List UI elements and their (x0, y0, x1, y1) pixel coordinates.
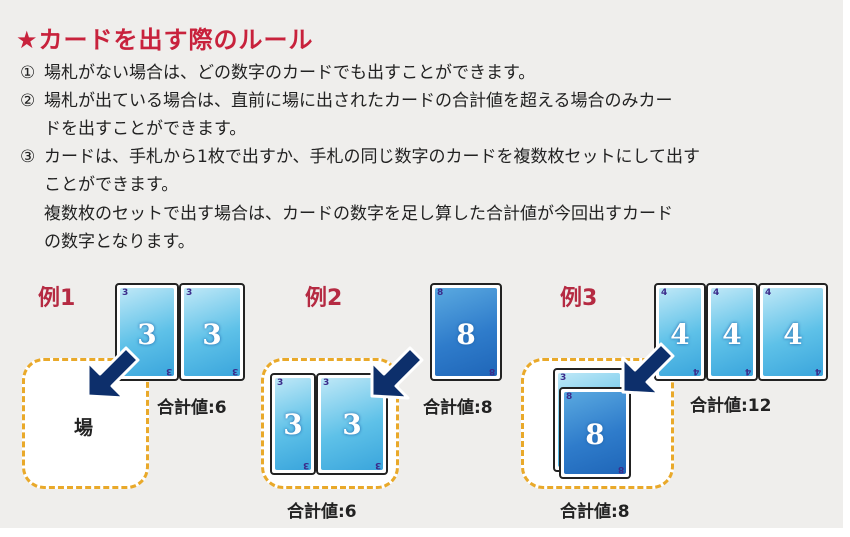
rule-3-cont: 複数枚のセットで出す場合は、カードの数字を足し算した合計値が今回出すカード (44, 204, 673, 224)
example-2-label: 例2 (305, 286, 343, 311)
example-1-label: 例1 (38, 286, 76, 311)
rule-2-cont: ドを出すことができます。 (44, 119, 247, 139)
field-label: 場 (74, 417, 94, 439)
arrow-down-left-icon (621, 342, 675, 396)
rule-3-cont: ことができます。 (44, 175, 179, 195)
example-3-label: 例3 (560, 286, 598, 311)
rule-3-cont: の数字となります。 (44, 232, 195, 252)
arrow-down-left-icon (370, 346, 424, 400)
hand-total: 合計値:8 (423, 398, 493, 418)
section-title: ★カードを出す際のルール (16, 26, 314, 54)
arrow-down-left-icon (86, 346, 140, 400)
hand-total: 合計値:12 (690, 396, 772, 416)
hand-total: 合計値:6 (157, 398, 227, 418)
field-total: 合計値:8 (560, 502, 630, 522)
field-total: 合計値:6 (287, 502, 357, 522)
